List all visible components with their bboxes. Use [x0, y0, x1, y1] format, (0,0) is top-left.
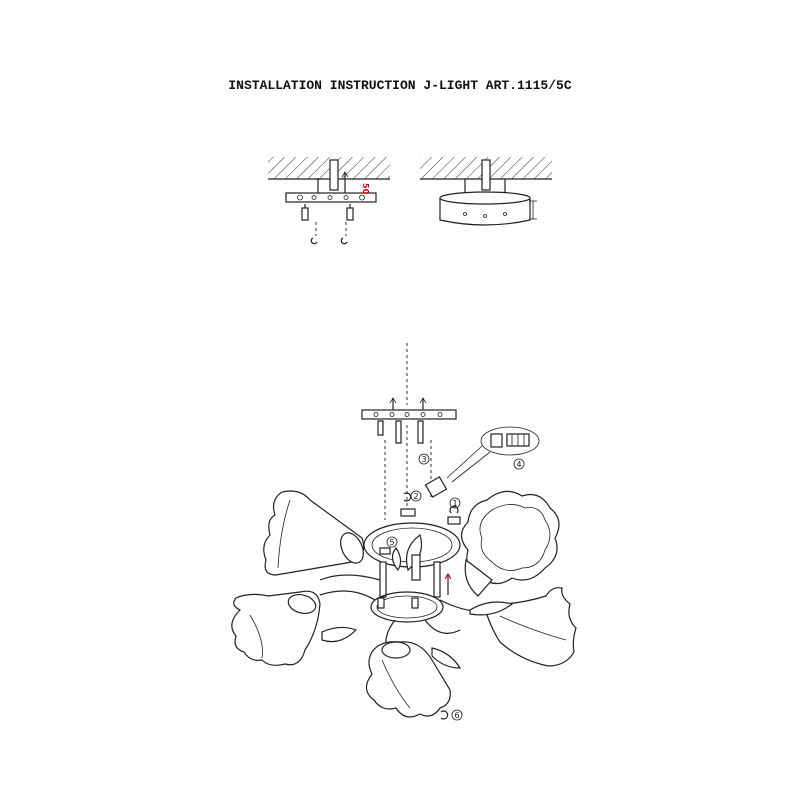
ceiling-hatch-left [268, 157, 390, 179]
page-title: INSTALLATION INSTRUCTION J-LIGHT ART.111… [228, 78, 572, 93]
step-6-label: 6 [455, 711, 460, 720]
terminal-block [424, 476, 448, 498]
shade-open-flower [460, 490, 560, 585]
step-1-label: 1 [453, 499, 458, 508]
shade-bottom-center [365, 641, 451, 718]
mount-dimension-label: 50 [361, 183, 370, 195]
ceiling-canopy-figure [420, 157, 552, 226]
terminal-block-callout [480, 426, 540, 456]
anchor-plug-right [340, 237, 348, 245]
step-2-label: 2 [414, 492, 419, 501]
mounting-bar [285, 192, 377, 203]
arm-ring [370, 591, 444, 623]
chandelier-assembly-figure: 3 4 2 1 5 [231, 343, 577, 721]
shade-right-bell [485, 587, 577, 667]
step-4-label: 4 [517, 460, 522, 469]
ceiling-mount-bar-figure: 50 [268, 157, 390, 245]
shade-top-left [263, 490, 365, 576]
step-3-label: 3 [422, 455, 427, 464]
step-5-label: 5 [390, 538, 395, 547]
anchor-plug-left [310, 237, 318, 245]
canopy-disk [439, 197, 531, 226]
